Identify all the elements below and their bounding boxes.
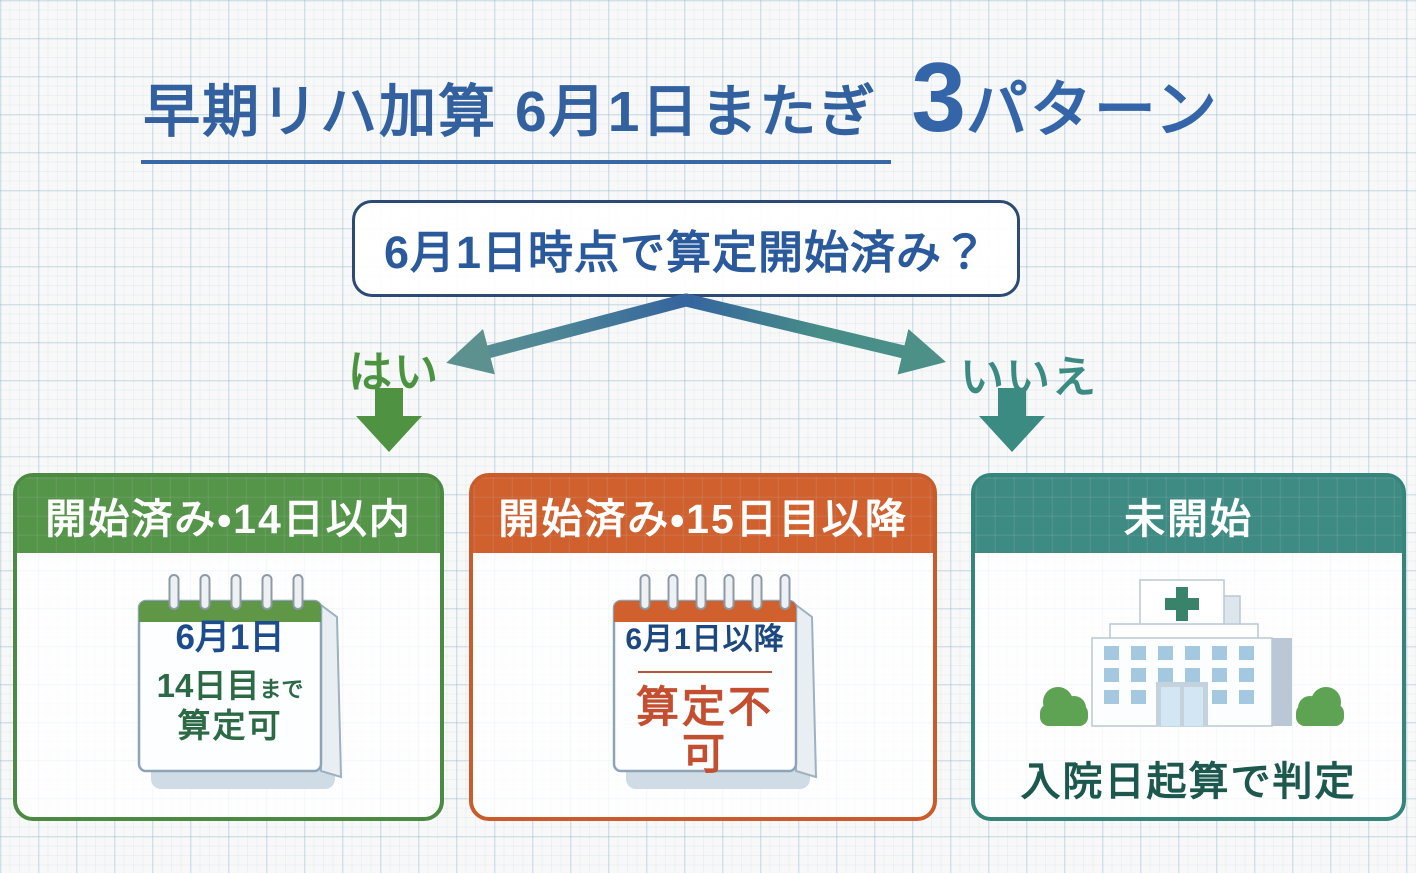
- title-underlined-text: 早期リハ加算 6月1日またぎ: [141, 66, 892, 164]
- calendar-icon-orange-graphic: [612, 574, 818, 789]
- branch-arrow-right: [679, 293, 946, 375]
- pattern-card-not-started: 未開始: [971, 473, 1406, 821]
- calendar-icon-orange: 6月1日以降 算定不可: [600, 567, 820, 797]
- card-3-header: 未開始: [975, 477, 1402, 553]
- decision-question-text: 6月1日時点で算定開始済み？: [383, 227, 989, 278]
- title-big-number: 3: [911, 42, 966, 152]
- card-1-header: 開始済み・14日以内: [17, 477, 440, 553]
- calendar-1-duration: 14日目まで: [139, 667, 321, 704]
- pattern-card-started-day-15-or-later: 開始済み・15日目以降 6月1日以降 算定不可: [469, 473, 937, 821]
- page-title: 早期リハ加算 6月1日またぎ 3 パターン: [0, 42, 1360, 164]
- calendar-1-date: 6月1日: [175, 618, 285, 657]
- yes-branch-label: はい: [348, 348, 440, 397]
- calendar-2-date: 6月1日以降: [625, 623, 785, 656]
- calendar-2-divider: [638, 671, 772, 673]
- calendar-1-duration-main: 14日目: [156, 667, 260, 704]
- card-2-header: 開始済み・15日目以降: [473, 477, 933, 553]
- calendar-icon-green: 6月1日 14日目まで 算定可: [125, 567, 345, 797]
- calendar-1-duration-suffix: まで: [259, 677, 304, 702]
- hospital-icon: [1032, 574, 1352, 734]
- card-3-note: 入院日起算で判定: [1020, 760, 1357, 804]
- pattern-card-started-within-14-days: 開始済み・14日以内 6月1日 14日目まで 算定可: [13, 473, 444, 821]
- branch-arrow-left: [446, 293, 693, 375]
- title-suffix-text: パターン: [965, 76, 1219, 145]
- calendar-2-verdict: 算定不可: [636, 684, 774, 780]
- calendar-icon-green-graphic: [137, 574, 343, 789]
- no-branch-label: いいえ: [960, 353, 1098, 402]
- hospital-icon-graphic: [1040, 579, 1344, 727]
- decision-question-box: 6月1日時点で算定開始済み？: [352, 200, 1020, 297]
- calendar-1-verdict: 算定可: [177, 707, 283, 744]
